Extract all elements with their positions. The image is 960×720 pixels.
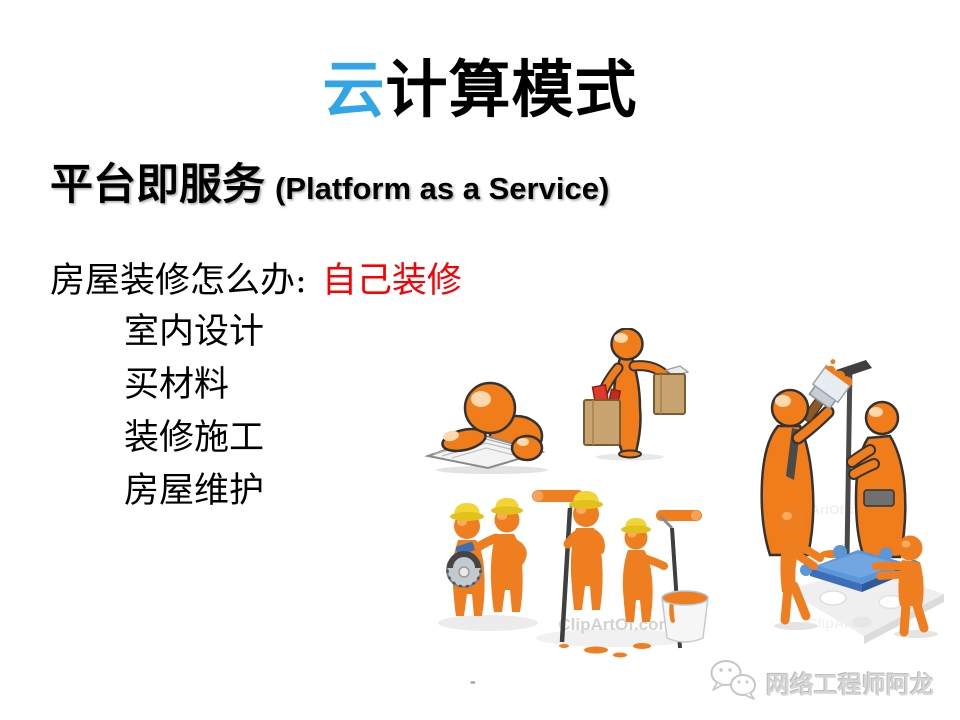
paint-brush xyxy=(802,359,853,423)
paint-bucket xyxy=(661,590,709,643)
clipart-shopping-figure xyxy=(570,328,700,463)
heading-chinese: 平台即服务 xyxy=(50,160,265,210)
question-answer: 自己装修 xyxy=(321,261,462,301)
list-item: 室内设计 xyxy=(124,312,265,352)
clipart-saw-workers xyxy=(430,492,545,642)
paper-bag-left xyxy=(583,384,622,446)
clipart-roller-workers: ClipArtOf.com xyxy=(524,478,714,668)
brand-text: 网络工程师阿龙 xyxy=(766,669,934,699)
list-item: 装修施工 xyxy=(124,418,265,458)
title-rest: 计算模式 xyxy=(385,52,638,126)
footer-dash: - xyxy=(470,672,476,691)
paper-bag-right xyxy=(653,365,690,415)
question-line: 房屋装修怎么办: 自己装修 xyxy=(50,252,462,303)
clipart-watermark: ClipArtOf.com xyxy=(558,615,673,634)
brand-watermark: 网络工程师阿龙 xyxy=(706,658,934,706)
title-highlight: 云 xyxy=(322,52,386,126)
clipart-puzzle-figures: ClipArtOf.com xyxy=(758,498,953,658)
section-heading: 平台即服务 (Platform as a Service) xyxy=(50,150,609,212)
page-title: 云计算模式 xyxy=(0,52,960,126)
circular-saw xyxy=(446,541,482,588)
clipart-reading-figure xyxy=(424,378,564,476)
heading-english: (Platform as a Service) xyxy=(275,171,610,206)
question-prefix: 房屋装修怎么办: xyxy=(50,261,318,301)
list-item: 房屋维护 xyxy=(124,471,265,511)
wechat-icon xyxy=(706,658,760,706)
list-item: 买材料 xyxy=(124,365,230,405)
todo-list: 室内设计 买材料 装修施工 房屋维护 xyxy=(124,306,264,518)
